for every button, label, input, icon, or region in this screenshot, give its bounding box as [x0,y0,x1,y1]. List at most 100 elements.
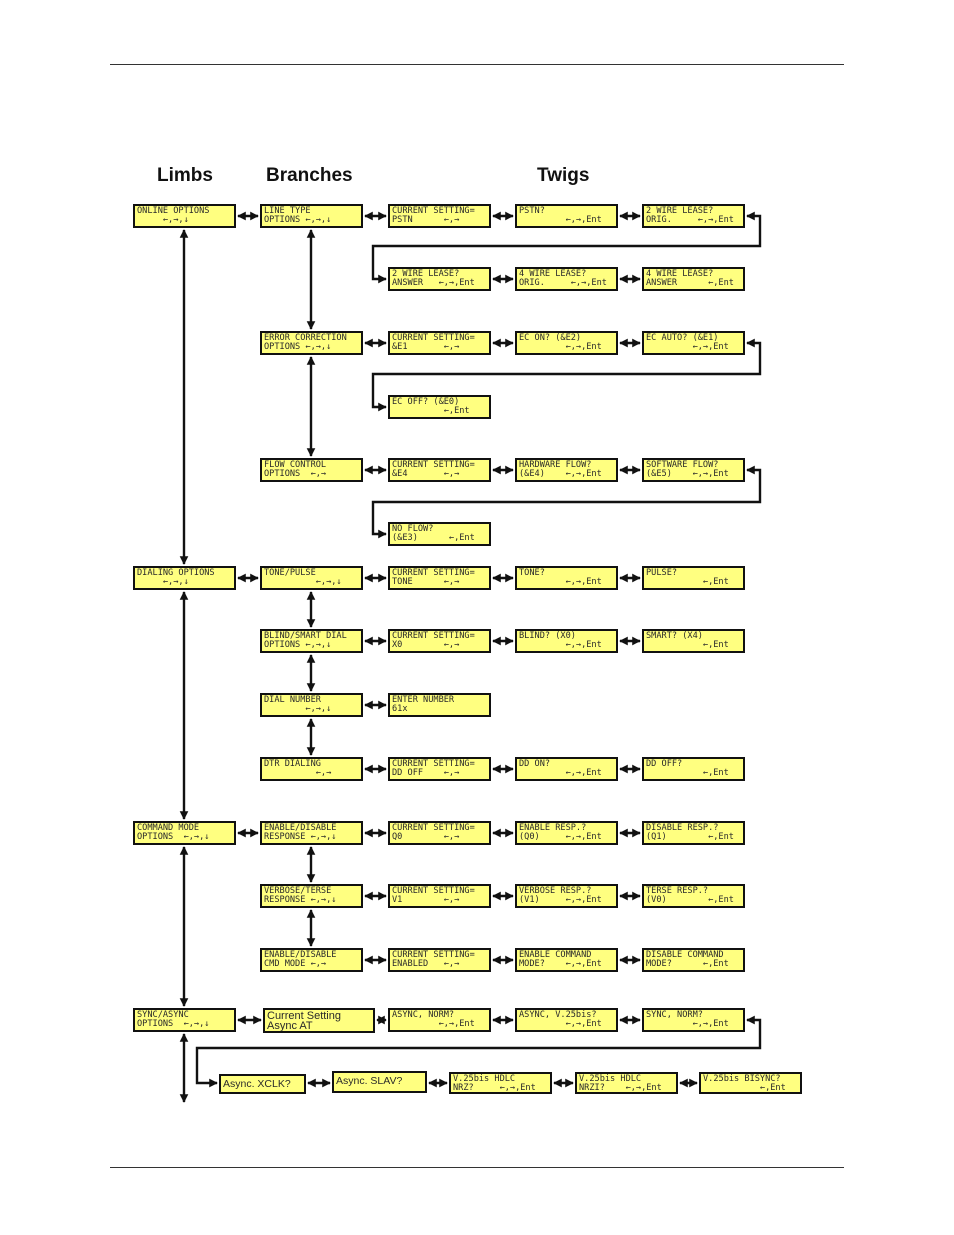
menu-box-fc-noflow: NO FLOW?(&E3) ←,Ent [388,522,491,546]
menu-box-line: SOFTWARE FLOW? [646,460,719,470]
menu-box-line: ←,→,Ent [519,215,602,225]
menu-box-line: ENABLE/DISABLE [264,823,337,833]
menu-box-line: X0 ←,→ [392,640,460,650]
menu-box-line: TONE? [519,568,545,578]
menu-box-line: ←,→,Ent [519,1019,602,1029]
menu-box-line: ENABLE/DISABLE [264,950,337,960]
menu-box-line: CURRENT SETTING= [392,568,475,578]
menu-box-tp-pulse: PULSE? ←,Ent [642,566,745,590]
menu-box-line: Async. SLAV? [336,1075,403,1087]
menu-box-line: CURRENT SETTING= [392,206,475,216]
menu-box-line: Async AT [267,1020,313,1032]
menu-box-line: NO FLOW? [392,524,434,534]
menu-box-line: ORIG. ←,→,Ent [646,215,734,225]
menu-box-line: ENABLE RESP.? [519,823,587,833]
menu-box-line: Current Setting [267,1010,341,1022]
menu-box-tp-current: CURRENT SETTING=TONE ←,→ [388,566,491,590]
menu-box-ed-current: CURRENT SETTING=Q0 ←,→ [388,821,491,845]
menu-box-line: ←,→,↓ [264,704,332,714]
menu-box-line: DD ON? [519,759,551,769]
menu-box-dial-number: DIAL NUMBER ←,→,↓ [260,693,363,717]
menu-box-dialing-options: DIALING OPTIONS ←,→,↓ [133,566,236,590]
menu-box-line: CURRENT SETTING= [392,950,475,960]
menu-box-line: ASYNC, V.25bis? [519,1010,597,1020]
menu-box-line: RESPONSE ←,→,↓ [264,832,337,842]
menu-box-line: DIAL NUMBER [264,695,321,705]
menu-box-line: FLOW CONTROL [264,460,327,470]
menu-box-line: &E4 ←,→ [392,469,460,479]
menu-box-line: OPTIONS ←,→ [264,469,327,479]
menu-box-line: LINE TYPE [264,206,311,216]
menu-box-lt-pstn: PSTN? ←,→,Ent [515,204,618,228]
menu-box-dtr-on: DD ON? ←,→,Ent [515,757,618,781]
menu-box-line: 4 WIRE LEASE? [519,269,587,279]
bottom-rule [110,1167,844,1168]
menu-box-line: OPTIONS ←,→,↓ [137,832,210,842]
menu-box-cmd-current: CURRENT SETTING=ENABLED ←,→ [388,948,491,972]
menu-box-line: SMART? (X4) [646,631,703,641]
menu-box-line: ←,→,Ent [519,342,602,352]
menu-box-line: DISABLE COMMAND [646,950,724,960]
menu-box-line: 61x [392,704,408,714]
menu-box-line: ANSWER ←,→,Ent [392,278,475,288]
menu-box-lt-4wire-answer: 4 WIRE LEASE?ANSWER ←,Ent [642,267,745,291]
menu-box-line: TONE ←,→ [392,577,460,587]
menu-box-fc-hardware: HARDWARE FLOW?(&E4) ←,→,Ent [515,458,618,482]
wrap-connector [195,1015,762,1088]
menu-box-line: COMMAND MODE [137,823,200,833]
menu-box-sa-sync-norm: SYNC, NORM? ←,→,Ent [642,1008,745,1032]
menu-box-ec-off: EC OFF? (&E0) ←,Ent [388,395,491,419]
menu-box-sa-async-v25: ASYNC, V.25bis? ←,→,Ent [515,1008,618,1032]
menu-box-line: ENTER NUMBER [392,695,455,705]
menu-box-line: ←,→ [264,768,332,778]
heading-twigs: Twigs [537,165,590,186]
menu-box-sa-slav: Async. SLAV? [332,1071,427,1093]
menu-box-line: DD OFF? [646,759,683,769]
menu-box-line: PSTN ←,→ [392,215,460,225]
menu-box-bs-current: CURRENT SETTING=X0 ←,→ [388,629,491,653]
menu-box-line: OPTIONS ←,→,↓ [264,640,332,650]
menu-box-line: VERBOSE RESP.? [519,886,592,896]
menu-box-line: OPTIONS ←,→,↓ [264,215,332,225]
wrap-connector [371,465,762,539]
menu-box-line: ←,Ent [703,1083,786,1093]
menu-box-online-options: ONLINE OPTIONS ←,→,↓ [133,204,236,228]
menu-box-line: ←,Ent [392,406,470,416]
menu-box-line: ←,→,Ent [519,768,602,778]
wrap-connector [371,338,762,412]
menu-box-line: NRZ? ←,→,Ent [453,1083,536,1093]
menu-box-line: SYNC, NORM? [646,1010,703,1020]
menu-box-line: ORIG. ←,→,Ent [519,278,607,288]
menu-box-line: 2 WIRE LEASE? [646,206,714,216]
menu-box-ed-disable: DISABLE RESP.?(Q1) ←,Ent [642,821,745,845]
wrap-connector [371,211,762,284]
menu-box-line: (Q1) ←,Ent [646,832,734,842]
menu-box-line: 2 WIRE LEASE? [392,269,460,279]
menu-box-line: RESPONSE ←,→,↓ [264,895,337,905]
menu-box-line: VERBOSE/TERSE [264,886,332,896]
menu-box-line: CURRENT SETTING= [392,460,475,470]
menu-box-line: ←,→,Ent [519,640,602,650]
menu-box-line: CURRENT SETTING= [392,759,475,769]
menu-box-sa-v25-bisync: V.25bis BISYNC? ←,Ent [699,1072,802,1094]
heading-limbs: Limbs [157,165,213,186]
menu-box-line: CURRENT SETTING= [392,823,475,833]
menu-box-line: DTR DIALING [264,759,321,769]
menu-box-tone-pulse: TONE/PULSE ←,→,↓ [260,566,363,590]
menu-box-line: ONLINE OPTIONS [137,206,210,216]
menu-box-tp-tone: TONE? ←,→,Ent [515,566,618,590]
menu-box-lt-current: CURRENT SETTING=PSTN ←,→ [388,204,491,228]
menu-box-line: Q0 ←,→ [392,832,460,842]
menu-box-lt-4wire-orig: 4 WIRE LEASE?ORIG. ←,→,Ent [515,267,618,291]
menu-box-line: 4 WIRE LEASE? [646,269,714,279]
menu-box-line: CURRENT SETTING= [392,631,475,641]
